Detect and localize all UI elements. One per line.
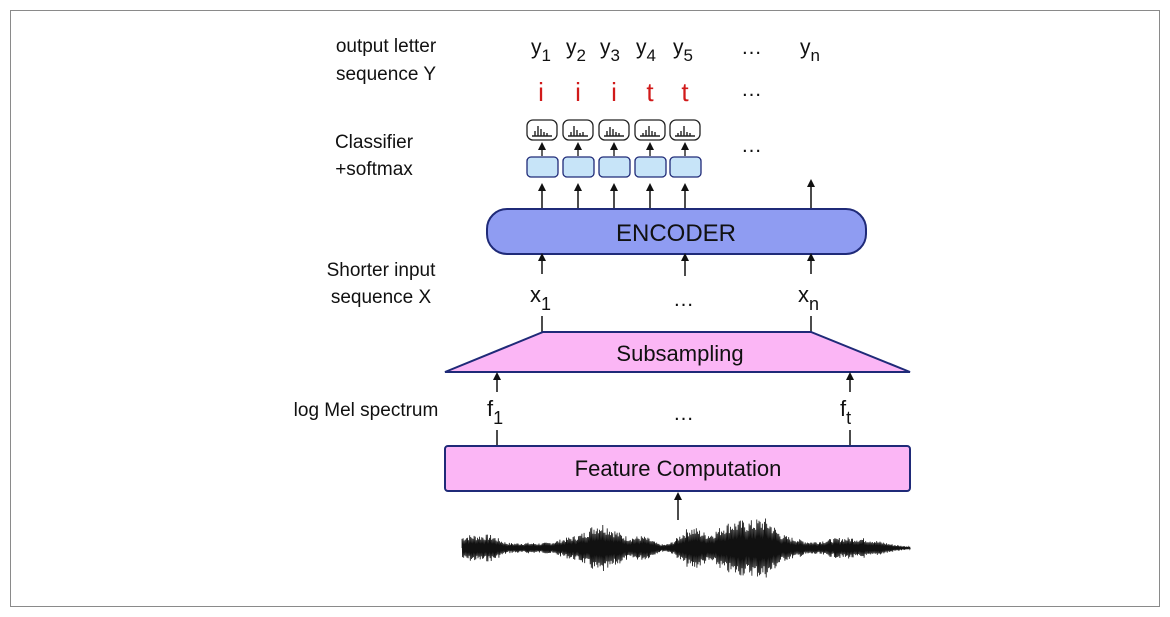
classifier-box bbox=[669, 156, 702, 178]
shorter-input-label-line1: Shorter input bbox=[327, 260, 437, 281]
ellipsis: … bbox=[741, 78, 762, 101]
x-token: x1 bbox=[530, 282, 551, 314]
softmax-distribution-icon bbox=[634, 119, 666, 141]
output-letters: i i i t t … bbox=[538, 77, 762, 107]
output-letter: t bbox=[646, 77, 654, 107]
softmax-distribution-icon bbox=[562, 119, 594, 141]
ellipsis: … bbox=[673, 402, 694, 425]
classifier-label-line1: Classifier bbox=[335, 132, 414, 153]
softmax-distribution-icon bbox=[526, 119, 558, 141]
y-token: y1 bbox=[531, 36, 551, 65]
classifier-box bbox=[562, 156, 595, 178]
classifier-label-line2: +softmax bbox=[335, 159, 413, 180]
classifier-box bbox=[634, 156, 667, 178]
subsampling-label: Subsampling bbox=[616, 341, 743, 366]
output-letter: i bbox=[575, 77, 581, 107]
classifier-box bbox=[598, 156, 631, 178]
log-mel-label: log Mel spectrum bbox=[294, 400, 439, 421]
y-token: y2 bbox=[566, 36, 586, 65]
classifier-to-softmax-arrows bbox=[538, 142, 689, 156]
feature-computation-block bbox=[444, 445, 911, 492]
y-token: y3 bbox=[600, 36, 620, 65]
x-tokens: x1 … xn bbox=[530, 282, 819, 314]
softmax-distribution-icon bbox=[598, 119, 630, 141]
encoder-label: ENCODER bbox=[616, 220, 736, 247]
feature-computation-label: Feature Computation bbox=[575, 456, 782, 481]
output-letter: i bbox=[611, 77, 617, 107]
f-token: f1 bbox=[487, 396, 503, 428]
f-tokens: f1 … ft bbox=[487, 396, 851, 428]
softmax-icons: … bbox=[526, 119, 762, 157]
subsampling-to-x-lines bbox=[541, 316, 812, 332]
output-letter: i bbox=[538, 77, 544, 107]
classifier-boxes bbox=[526, 156, 702, 178]
output-label-line2: sequence Y bbox=[336, 64, 436, 85]
output-label-line1: output letter bbox=[336, 36, 437, 57]
subsampling-block bbox=[444, 331, 911, 373]
waveform-trace bbox=[461, 518, 911, 578]
ellipsis: … bbox=[741, 36, 762, 59]
y-token: y5 bbox=[673, 36, 693, 65]
y-tokens: y1 y2 y3 y4 y5 … yn bbox=[531, 36, 820, 65]
x-token: xn bbox=[798, 282, 819, 314]
y-token: y4 bbox=[636, 36, 656, 65]
encoder-to-classifier-arrows bbox=[538, 179, 815, 209]
figure-frame bbox=[10, 10, 1160, 607]
ellipsis: … bbox=[741, 134, 762, 157]
f-token: ft bbox=[840, 396, 851, 428]
x-to-encoder-arrows bbox=[538, 253, 815, 276]
ellipsis: … bbox=[673, 288, 694, 311]
softmax-distribution-icon bbox=[669, 119, 701, 141]
output-letter: t bbox=[681, 77, 689, 107]
feature-to-f-lines bbox=[496, 430, 851, 446]
encoder-block bbox=[486, 208, 867, 255]
shorter-input-label-line2: sequence X bbox=[331, 287, 432, 308]
audio-waveform bbox=[461, 518, 911, 578]
y-token-last: yn bbox=[800, 36, 820, 65]
f-to-subsampling-arrows bbox=[493, 372, 854, 392]
classifier-box bbox=[526, 156, 559, 178]
